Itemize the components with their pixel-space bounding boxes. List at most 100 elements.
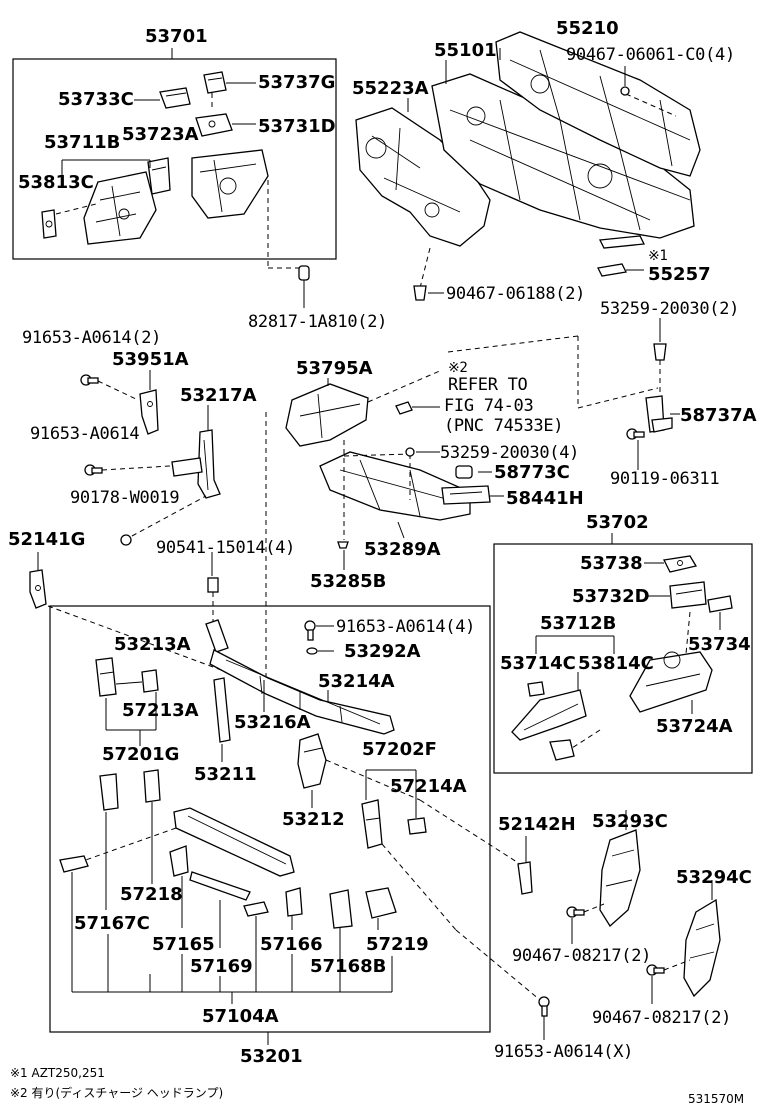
label-53795A: 53795A — [296, 358, 373, 379]
label-55210: 55210 — [556, 18, 619, 39]
clip-53259-4 — [405, 447, 415, 457]
label-53292A: 53292A — [344, 641, 421, 662]
label-91653-4: 91653-A0614(4) — [336, 617, 476, 637]
label-57213A: 57213A — [122, 700, 199, 721]
label-58441H: 58441H — [506, 488, 584, 509]
bolt-90467-08217-b — [646, 964, 665, 976]
part-53212 — [297, 733, 327, 789]
part-53217A-brace — [171, 429, 221, 499]
part-57165 — [169, 845, 189, 877]
label-53217A: 53217A — [180, 385, 257, 406]
label-53259-20030-4: 53259-20030(4) — [440, 443, 580, 463]
clip-82817 — [298, 265, 310, 281]
label-53738: 53738 — [580, 553, 643, 574]
label-53214A: 53214A — [318, 671, 395, 692]
part-57166-pad — [243, 901, 269, 917]
bolt-91653-b — [84, 464, 103, 476]
part-53731D — [195, 113, 233, 137]
part-53737G — [203, 71, 227, 94]
label-55257: 55257 — [648, 264, 711, 285]
part-53714C — [527, 681, 545, 697]
part-57201G — [95, 657, 117, 697]
group-box-53701 — [12, 58, 337, 260]
part-53733C — [159, 87, 191, 109]
washer-53292A — [306, 647, 318, 655]
label-91653-2: 91653-A0614(2) — [22, 328, 162, 348]
bolt-91653-x — [538, 996, 550, 1017]
label-90467-08217-b: 90467-08217(2) — [592, 1008, 732, 1028]
label-53711B: 53711B — [44, 132, 121, 153]
label-57104A: 57104A — [202, 1006, 279, 1027]
label-57165: 57165 — [152, 934, 215, 955]
label-53731D: 53731D — [258, 116, 336, 137]
label-pnc: (PNC 74533E) — [444, 416, 564, 436]
part-52142H — [517, 861, 533, 895]
label-53714C: 53714C — [500, 653, 576, 674]
clip-53259-2 — [653, 343, 667, 361]
footnote-2: ※2 有り(ディスチャージ ヘッドランプ) — [10, 1086, 224, 1100]
part-53723A — [147, 157, 171, 195]
label-57214A: 57214A — [390, 776, 467, 797]
label-53211: 53211 — [194, 764, 257, 785]
label-53294C: 53294C — [676, 867, 752, 888]
label-53702: 53702 — [586, 512, 649, 533]
nut-90178 — [120, 534, 132, 546]
label-53814C: 53814C — [578, 653, 654, 674]
part-74533E-ref — [395, 401, 413, 415]
part-55257-seal — [597, 235, 646, 277]
footnote-1: ※1 AZT250,251 — [10, 1066, 105, 1080]
part-53701-apron — [191, 149, 269, 219]
part-53711B-bracket — [83, 171, 157, 245]
label-90119: 90119-06311 — [610, 469, 720, 489]
part-57213A — [141, 669, 159, 693]
part-57201G-lower — [99, 773, 119, 811]
label-mark1: ※1 — [648, 248, 668, 264]
label-53737G: 53737G — [258, 72, 336, 93]
label-90178: 90178-W0019 — [70, 488, 180, 508]
bolt-91653-a — [80, 374, 99, 386]
label-53701: 53701 — [145, 26, 208, 47]
part-53813C — [41, 209, 57, 239]
label-57168B: 57168B — [310, 956, 387, 977]
label-53201: 53201 — [240, 1046, 303, 1067]
label-57219: 57219 — [366, 934, 429, 955]
label-53712B: 53712B — [540, 613, 617, 634]
label-53259-20030-2: 53259-20030(2) — [600, 299, 740, 319]
label-57202F: 57202F — [362, 739, 437, 760]
label-mark2: ※2 — [448, 360, 468, 376]
label-55223A: 55223A — [352, 78, 429, 99]
part-53738 — [663, 555, 698, 573]
label-53213A: 53213A — [114, 634, 191, 655]
label-53813C: 53813C — [18, 172, 94, 193]
label-91653-x: 91653-A0614(X) — [494, 1042, 634, 1062]
part-57202F — [361, 799, 383, 849]
clip-90467-06188 — [413, 285, 427, 301]
label-57218: 57218 — [120, 884, 183, 905]
label-52142H: 52142H — [498, 814, 576, 835]
label-53216A: 53216A — [234, 712, 311, 733]
label-90541: 90541-15014(4) — [156, 538, 296, 558]
figure-code: 531570M — [688, 1092, 745, 1106]
part-53814C — [549, 739, 575, 761]
label-82817: 82817-1A810(2) — [248, 312, 388, 332]
part-53734 — [707, 595, 733, 613]
label-53951A: 53951A — [112, 349, 189, 370]
label-53285B: 53285B — [310, 571, 387, 592]
part-58773C — [455, 465, 473, 479]
label-53212: 53212 — [282, 809, 345, 830]
part-53951A — [139, 389, 159, 435]
part-53724A — [629, 651, 713, 713]
part-57168B — [329, 889, 353, 929]
part-53213A — [205, 619, 229, 653]
label-53723A: 53723A — [122, 124, 199, 145]
label-90467-06188: 90467-06188(2) — [446, 284, 586, 304]
clip-90467-06061 — [620, 86, 630, 96]
bolt-90467-08217-a — [566, 906, 585, 918]
label-53293C: 53293C — [592, 811, 668, 832]
part-53294C — [683, 898, 721, 998]
label-57167C: 57167C — [74, 913, 150, 934]
label-57166: 57166 — [260, 934, 323, 955]
label-90467-08217-a: 90467-08217(2) — [512, 946, 652, 966]
clip-53285B — [337, 541, 349, 549]
